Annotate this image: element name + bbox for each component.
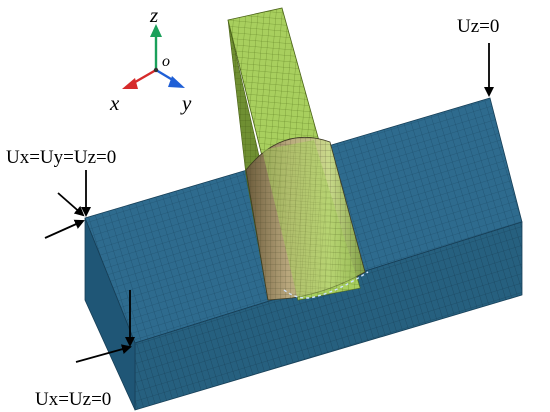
base-plate-left — [84, 217, 136, 411]
weld-foot — [283, 271, 369, 299]
z-axis-label: z — [149, 3, 158, 27]
bc-top-right: Uz=0 — [457, 16, 499, 97]
bc-top-right-label: Uz=0 — [457, 16, 499, 37]
bc-bottom-left-arrow-horizontal — [75, 344, 132, 363]
vertical-plate-overlay — [262, 140, 360, 300]
z-axis-arrow — [150, 24, 162, 37]
origin-label: o — [162, 53, 170, 70]
axis-triad: z x y o — [109, 3, 192, 115]
y-axis-arrow — [168, 76, 185, 88]
bc-left-corner-arrow-diagonal — [57, 192, 85, 217]
bc-left-corner: Ux=Uy=Uz=0 — [6, 147, 116, 239]
origin-dot — [153, 67, 159, 73]
bc-bottom-left-label: Ux=Uz=0 — [35, 389, 111, 410]
y-axis-label: y — [180, 91, 192, 115]
bc-left-corner-label: Ux=Uy=Uz=0 — [6, 147, 116, 168]
weld-cylinder — [245, 136, 369, 301]
x-axis-arrow — [122, 78, 138, 89]
bc-left-corner-arrow-horizontal — [44, 219, 85, 239]
x-axis-label: x — [109, 91, 120, 115]
bc-bottom-left: Ux=Uz=0 — [35, 290, 135, 410]
